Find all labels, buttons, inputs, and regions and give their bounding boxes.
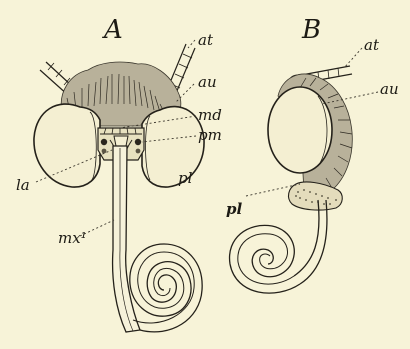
label-a-antenna: at	[198, 31, 214, 49]
panel-a-eye-left	[34, 104, 100, 187]
label-b-eye: au	[380, 80, 399, 98]
panel-b-eye	[268, 87, 332, 173]
panel-b-drawing: B at au pl	[226, 15, 399, 293]
label-b-antenna: at	[364, 36, 380, 54]
panel-b-proboscis	[230, 200, 327, 293]
label-a-labrum: la	[16, 176, 30, 194]
label-a-maxillary-palp: pm	[198, 126, 222, 144]
label-a-maxilla: mx¹	[58, 229, 87, 247]
panel-a-letter: A	[102, 15, 123, 45]
label-a-mandible: md	[198, 106, 222, 124]
label-a-eye: au	[198, 73, 217, 91]
panel-a-drawing: A at au md pm la pl mx¹	[16, 15, 222, 332]
panel-a-eye-right	[142, 107, 204, 188]
panel-b-letter: B	[301, 15, 321, 45]
label-a-labial-palp: pl	[178, 169, 193, 187]
label-b-labial-palp: pl	[226, 200, 242, 218]
